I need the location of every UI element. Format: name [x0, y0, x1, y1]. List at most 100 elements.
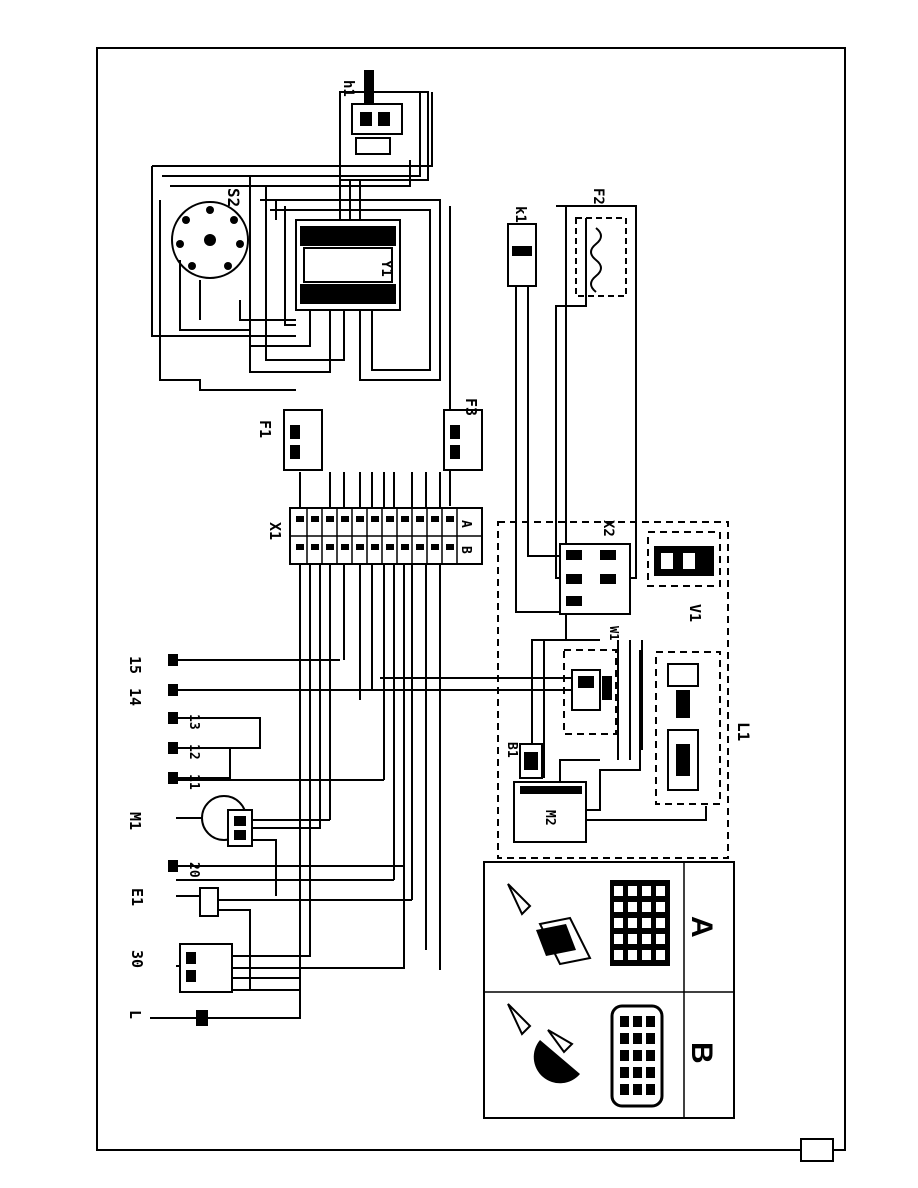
- pin-cell: [620, 1016, 629, 1027]
- pin-cell: [620, 1033, 629, 1044]
- label-14: 14: [126, 688, 144, 706]
- block-30: 30: [128, 564, 405, 993]
- label-15: 15: [126, 656, 144, 674]
- terminal-pin: [326, 516, 334, 522]
- label-y1: Y1: [378, 260, 394, 277]
- motor-m1: M1: [126, 564, 321, 896]
- pin-cell: [633, 1033, 642, 1044]
- label-l: L: [126, 1010, 144, 1019]
- terminal-pin: [386, 544, 394, 550]
- terminal-pin: [296, 544, 304, 550]
- terminal-pin: [431, 544, 439, 550]
- label-20: 20: [186, 862, 201, 878]
- pin-cell: [646, 1067, 655, 1078]
- label-12: 12: [186, 744, 201, 760]
- pin-cell: [656, 918, 665, 928]
- label-f2: F2: [590, 188, 606, 205]
- control-unit-enclosure: [497, 521, 729, 859]
- label-s2: S2: [224, 188, 243, 207]
- ground-terminal: L: [126, 1010, 208, 1026]
- pin-cell: [642, 902, 651, 912]
- terminal-col-a: A: [458, 520, 473, 528]
- terminal-14: 14: [126, 684, 178, 706]
- pin-cell: [628, 950, 637, 960]
- relay-k1: k1: [507, 206, 560, 613]
- terminal-pin: [341, 544, 349, 550]
- pump-m2: M2 B1: [504, 639, 707, 843]
- pin-cell: [656, 934, 665, 944]
- label-30: 30: [128, 950, 146, 968]
- label-w1: W1: [607, 626, 621, 640]
- label-11: 11: [186, 774, 201, 790]
- terminal-block-x1: A B X1: [266, 507, 483, 565]
- terminal-pin: [341, 516, 349, 522]
- page-frame: [96, 47, 846, 1151]
- pin-cell: [646, 1033, 655, 1044]
- terminal-pin: [371, 516, 379, 522]
- terminal-pin: [416, 544, 424, 550]
- pin-cell: [642, 918, 651, 928]
- pin-cell: [633, 1084, 642, 1095]
- pin-cell: [614, 902, 623, 912]
- label-13: 13: [186, 714, 201, 730]
- lamp-l1: L1: [655, 651, 753, 805]
- connector-x2: X2: [559, 520, 631, 615]
- legend-b-label: B: [685, 1042, 718, 1064]
- fuse-f2: F2: [555, 188, 637, 640]
- label-h1: h1: [340, 80, 356, 97]
- terminal-15: 15: [126, 654, 178, 674]
- label-m1: M1: [126, 812, 144, 830]
- legend-box: A B: [483, 861, 735, 1119]
- pin-cell: [620, 1067, 629, 1078]
- fuse-f3: F3: [443, 398, 483, 471]
- terminal-20: 20: [168, 860, 201, 878]
- element-e1: E1: [128, 887, 276, 990]
- label-m2: M2: [542, 810, 557, 826]
- valve-v1: V1: [647, 531, 721, 622]
- terminal-pin: [446, 516, 454, 522]
- label-x2: X2: [600, 520, 616, 537]
- label-l1: L1: [734, 722, 753, 741]
- pin-cell: [646, 1084, 655, 1095]
- label-k1: k1: [512, 206, 528, 223]
- label-f1: F1: [256, 420, 274, 438]
- pin-cell: [614, 886, 623, 896]
- terminal-pin: [356, 544, 364, 550]
- pin-cell: [628, 886, 637, 896]
- terminal-pin: [416, 516, 424, 522]
- terminal-pin: [356, 516, 364, 522]
- terminal-pin: [311, 516, 319, 522]
- heating-w1: W1: [563, 626, 643, 760]
- pin-cell: [642, 950, 651, 960]
- terminal-pin: [446, 544, 454, 550]
- pin-cell: [628, 918, 637, 928]
- terminal-pin: [371, 544, 379, 550]
- pin-cell: [642, 886, 651, 896]
- label-f3: F3: [462, 398, 480, 416]
- pin-cell: [646, 1016, 655, 1027]
- terminal-pin: [401, 516, 409, 522]
- terminal-pin: [326, 544, 334, 550]
- legend-a-label: A: [685, 916, 718, 938]
- controller-y1: Y1: [295, 219, 401, 311]
- label-v1: V1: [686, 604, 704, 622]
- top-wiring: [151, 92, 451, 506]
- component-h1: h1: [339, 70, 429, 181]
- switch-12: 12: [168, 742, 201, 760]
- pin-cell: [656, 886, 665, 896]
- pin-cell: [633, 1050, 642, 1061]
- pin-cell: [642, 934, 651, 944]
- terminal-pin: [311, 544, 319, 550]
- selector-switch-s2: S2: [171, 188, 249, 279]
- label-x1: X1: [266, 522, 284, 540]
- label-e1: E1: [128, 888, 146, 906]
- pin-cell: [620, 1084, 629, 1095]
- pin-cell: [614, 950, 623, 960]
- pin-cell: [628, 902, 637, 912]
- pin-cell: [614, 934, 623, 944]
- terminal-pin: [296, 516, 304, 522]
- pin-cell: [633, 1067, 642, 1078]
- terminal-pin: [386, 516, 394, 522]
- pin-cell: [620, 1050, 629, 1061]
